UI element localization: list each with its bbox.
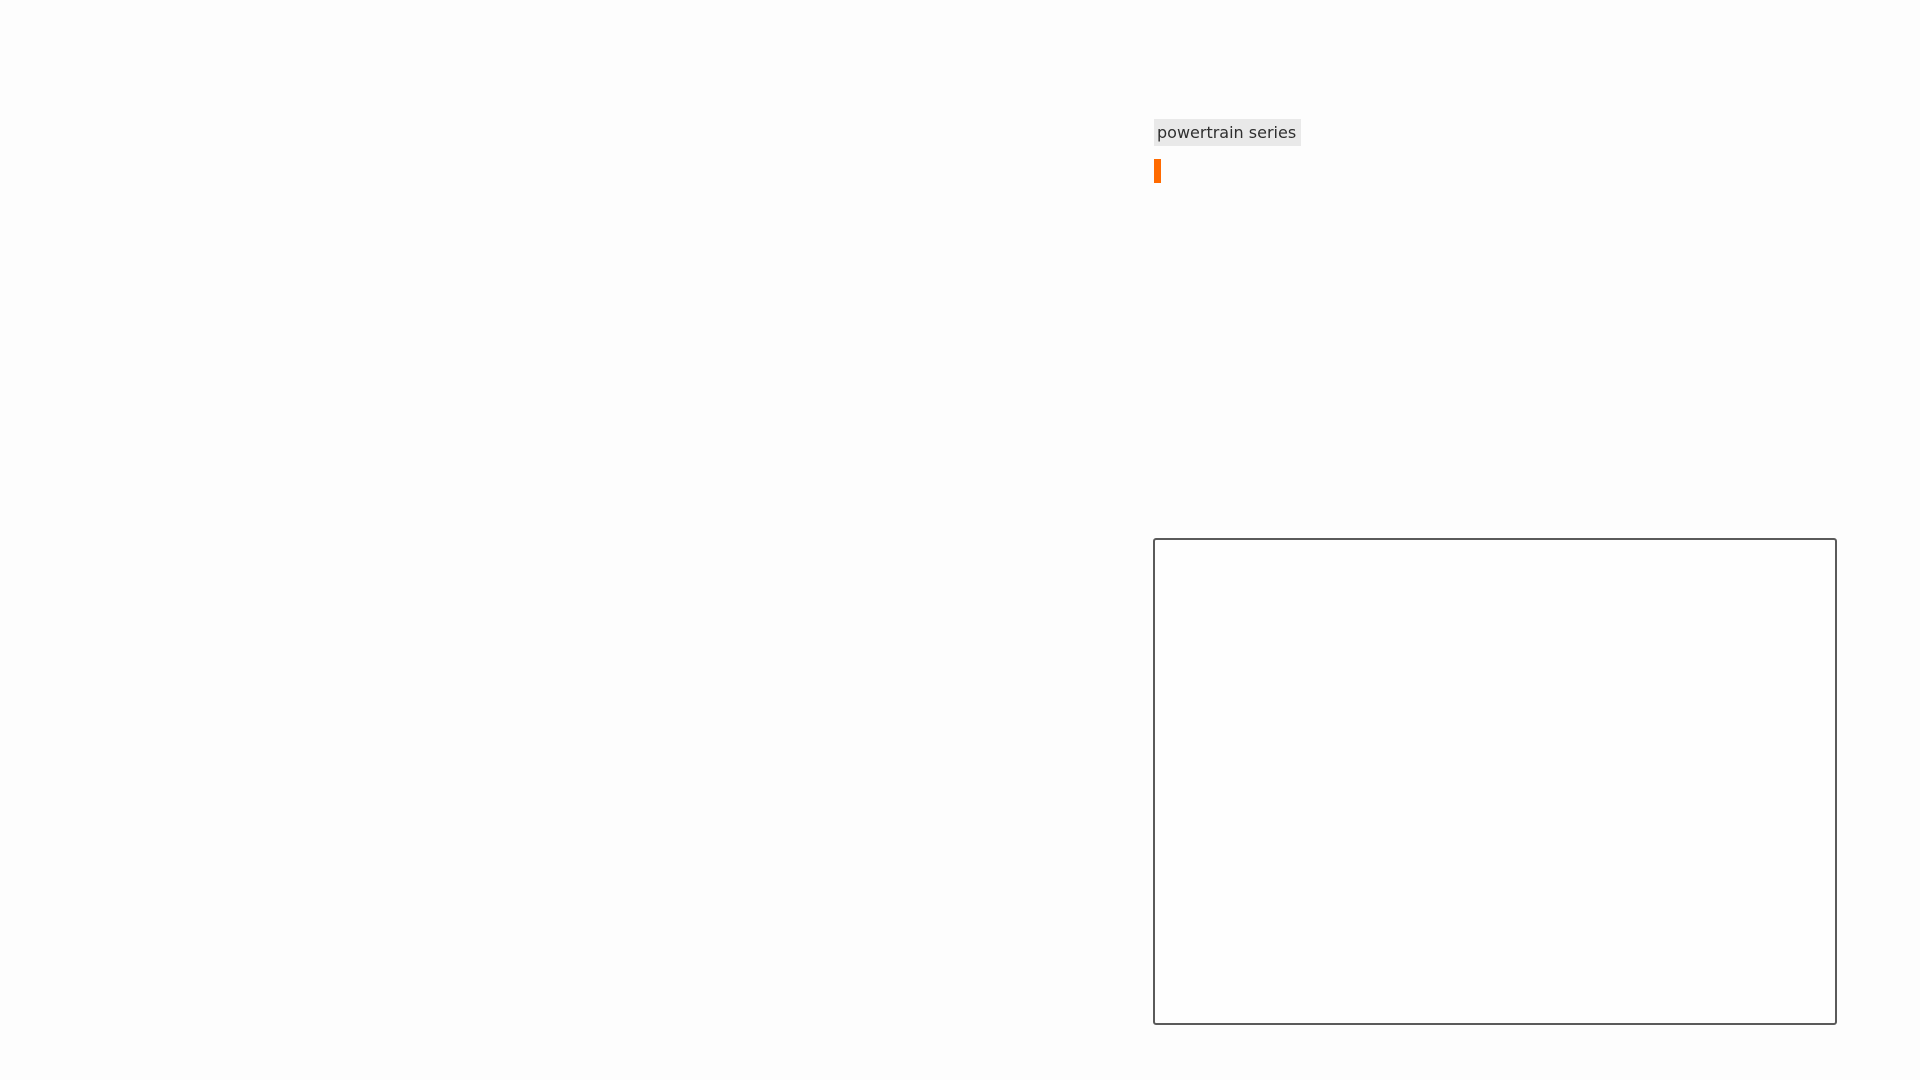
series-accent-marker [1154, 159, 1161, 183]
content-frame[interactable] [1153, 538, 1837, 1025]
powertrain-series-label[interactable]: powertrain series [1154, 119, 1302, 146]
